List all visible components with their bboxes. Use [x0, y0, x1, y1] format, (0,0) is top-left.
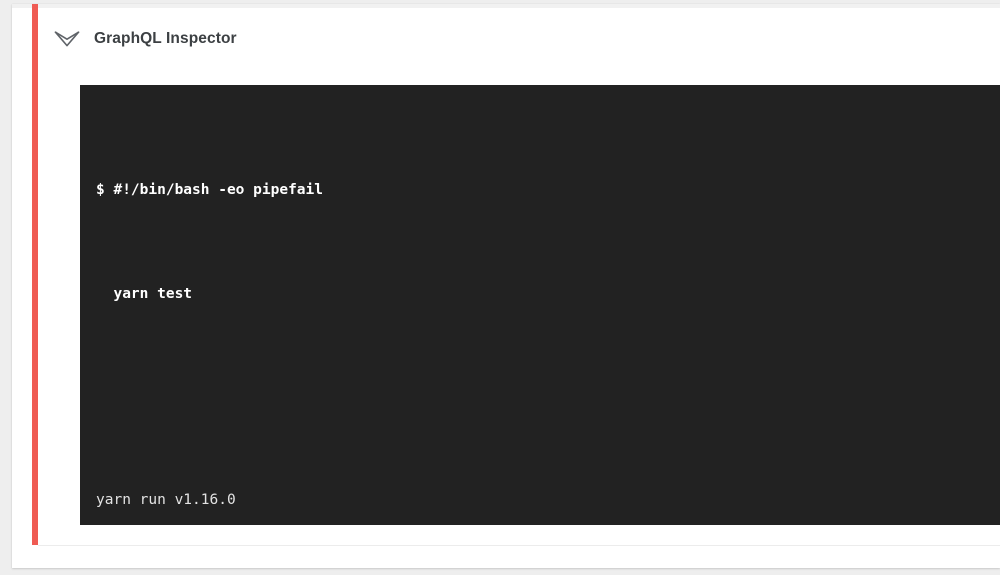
log-line: yarn test	[96, 282, 996, 308]
log-line-text: #!/bin/bash -eo pipefail	[113, 182, 323, 199]
log-line-prefix: $	[96, 182, 114, 199]
card-footer	[12, 546, 1000, 568]
log-line-blank	[96, 385, 996, 411]
terminal-log-lines: $ #!/bin/bash -eo pipefail yarn test yar…	[80, 85, 1000, 525]
terminal-log-panel[interactable]: $ #!/bin/bash -eo pipefail yarn test yar…	[80, 85, 1000, 525]
log-line: $ #!/bin/bash -eo pipefail	[96, 178, 996, 204]
log-line-text: yarn run v1.16.0	[96, 491, 236, 508]
log-line-prefix	[96, 286, 113, 302]
status-bar-failed	[32, 4, 38, 545]
graphql-inspector-chevron-icon	[52, 24, 82, 54]
build-step-title: GraphQL Inspector	[94, 30, 237, 47]
card-footer-divider	[38, 545, 1000, 546]
build-step-header[interactable]: GraphQL Inspector	[52, 18, 237, 60]
build-step-card: GraphQL Inspector $ #!/bin/bash -eo pipe…	[12, 4, 1000, 568]
log-line-text: yarn test	[113, 285, 193, 302]
log-line: yarn run v1.16.0	[96, 488, 996, 514]
card-top-divider	[12, 4, 1000, 8]
